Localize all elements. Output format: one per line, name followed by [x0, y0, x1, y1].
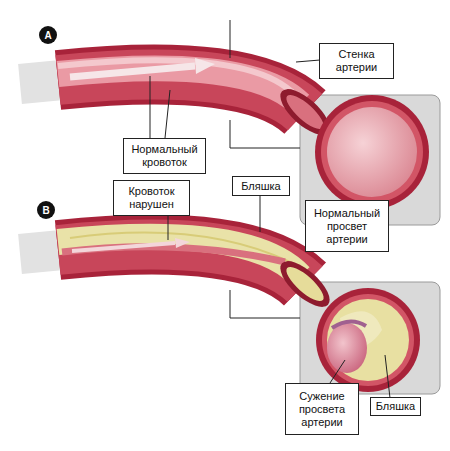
panel-letter-text: A	[44, 29, 51, 42]
callout-box: Нормальный кровоток	[123, 138, 206, 174]
leader-line	[230, 20, 231, 58]
panel-letter: B	[37, 201, 55, 219]
tube-opening	[273, 254, 336, 315]
leader-line	[260, 196, 261, 232]
panel-letter: A	[39, 26, 57, 44]
lumen-highlight	[332, 321, 366, 328]
leader-line	[230, 290, 231, 318]
normal-lumen	[327, 107, 417, 197]
callout-text: Бляшка	[241, 180, 280, 193]
artery-wall-section	[321, 101, 423, 203]
artery-wall-section	[322, 294, 414, 386]
leader-line	[165, 90, 170, 138]
tube-opening	[282, 262, 328, 306]
tube-end	[20, 80, 62, 84]
callout-box: Стенка артерии	[319, 43, 394, 79]
callout-box: Сужение просвета артерии	[285, 383, 359, 435]
callout-text: Сужение просвета артерии	[289, 390, 355, 429]
leader-line	[230, 120, 231, 148]
plaque	[58, 237, 300, 276]
tube-end	[20, 250, 62, 254]
callout-box: Кровоток нарушен	[113, 180, 190, 216]
flow-arrow-head	[195, 58, 215, 74]
leader-line	[150, 76, 151, 138]
callout-box: Бляшка	[370, 397, 421, 416]
callout-box: Бляшка	[232, 176, 290, 196]
leader-line	[385, 355, 390, 398]
leader-line	[330, 360, 345, 383]
flow-arrow-head	[175, 238, 190, 248]
callout-text: Нормальный кровоток	[127, 143, 202, 169]
leader-line	[230, 318, 300, 319]
callout-text: Стенка артерии	[323, 48, 390, 74]
callout-box: Нормальный просвет артерии	[305, 200, 389, 252]
flow-arrow	[72, 243, 175, 251]
panel-letter-text: B	[42, 204, 49, 217]
lumen-highlight	[58, 60, 296, 96]
leader-line	[230, 148, 300, 149]
leader-line	[168, 215, 169, 240]
leader-line	[296, 60, 320, 62]
artery-wall-section	[315, 95, 429, 209]
flow-arrow	[70, 66, 195, 77]
callout-text: Бляшка	[376, 400, 415, 413]
artery-wall-section	[316, 288, 420, 392]
callout-text: Кровоток нарушен	[117, 185, 186, 211]
narrowed-lumen	[327, 323, 367, 373]
callout-text: Нормальный просвет артерии	[309, 207, 385, 246]
